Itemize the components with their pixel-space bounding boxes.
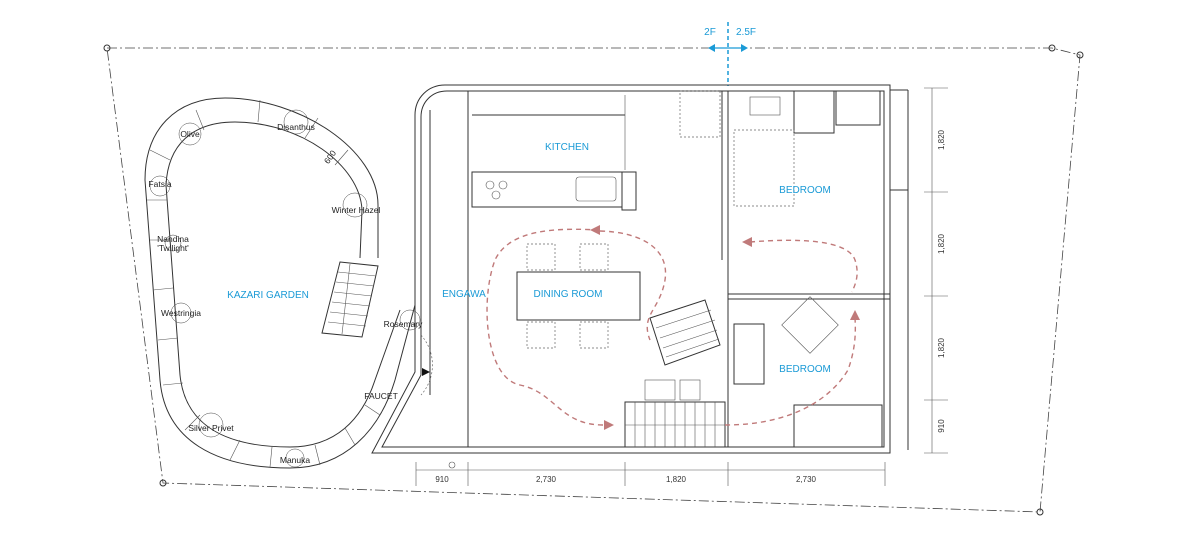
building [371,84,909,469]
property-boundary [103,44,1084,516]
shrubs [149,109,421,468]
plant-label-olive: Olive [180,129,200,139]
garden-path [144,97,416,469]
level-marker: 2F 2.5F [704,22,756,86]
plant-label-fatsia: Fatsia [148,179,171,189]
faucet-label: FAUCET [364,391,398,401]
plant-label-disanthus: Disanthus [277,122,315,132]
dim-bottom-1: 910 [435,475,449,484]
room-label-bedroom-lower: BEDROOM [779,364,831,375]
plant-label-nandina-variety: 'Twilight' [157,243,189,253]
bottom-dimension-line: 910 2,730 1,820 2,730 [415,462,886,486]
right-dimension-line: 1,820 1,820 1,820 910 [924,87,948,454]
plant-label-westringia: Westringia [161,308,201,318]
plant-label-winter-hazel: Winter Hazel [332,205,381,215]
level-2-5f-label: 2.5F [736,27,756,38]
dim-bottom-2: 2,730 [536,475,557,484]
plant-label-manuka: Manuka [280,455,311,465]
dim-right-2: 1,820 [937,233,946,254]
level-2f-label: 2F [704,27,716,38]
room-label-garden: KAZARI GARDEN [227,290,309,301]
circulation-arrows [486,225,860,430]
dim-right-4: 910 [937,419,946,433]
room-label-engawa: ENGAWA [442,289,486,300]
plant-label-nandina: Nandina [157,234,189,244]
room-label-kitchen: KITCHEN [545,142,589,153]
plant-label-rosemary: Rosemary [384,319,423,329]
dim-right-3: 1,820 [937,337,946,358]
dim-bottom-3: 1,820 [666,475,687,484]
plant-label-silver-privet: Silver Privet [188,423,234,433]
room-label-bedroom-upper: BEDROOM [779,185,831,196]
room-label-dining: DINING ROOM [534,289,603,300]
dim-bottom-4: 2,730 [796,475,817,484]
dim-right-1: 1,820 [937,129,946,150]
